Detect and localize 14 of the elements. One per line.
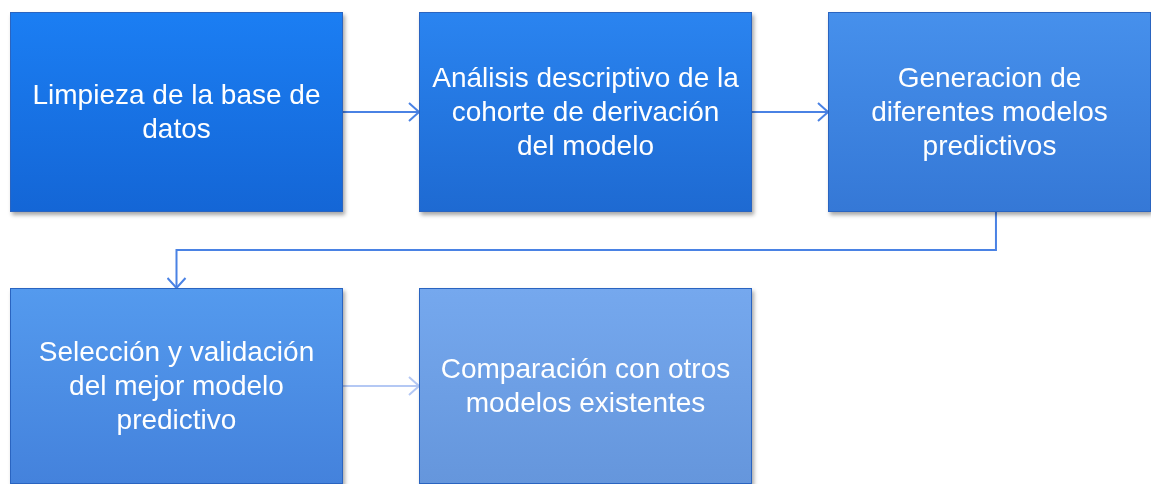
step-text: Comparación con otros modelos existentes <box>439 352 732 420</box>
arrow <box>166 211 997 289</box>
process-box <box>828 12 1151 212</box>
process-box <box>419 12 752 212</box>
step-text: Generacion de diferentes modelos predictivos <box>870 61 1109 163</box>
arrow <box>751 102 829 122</box>
arrow <box>342 102 420 122</box>
arrow <box>342 376 420 396</box>
process-box <box>419 288 752 484</box>
process-box <box>10 288 343 484</box>
step-text: Selección y validación del mejor modelo predictivo <box>37 335 316 437</box>
process-box <box>10 12 343 212</box>
step-text: Limpieza de la base de datos <box>31 78 322 146</box>
step-text: Análisis descriptivo de la cohorte de derivación del modelo <box>432 61 739 163</box>
